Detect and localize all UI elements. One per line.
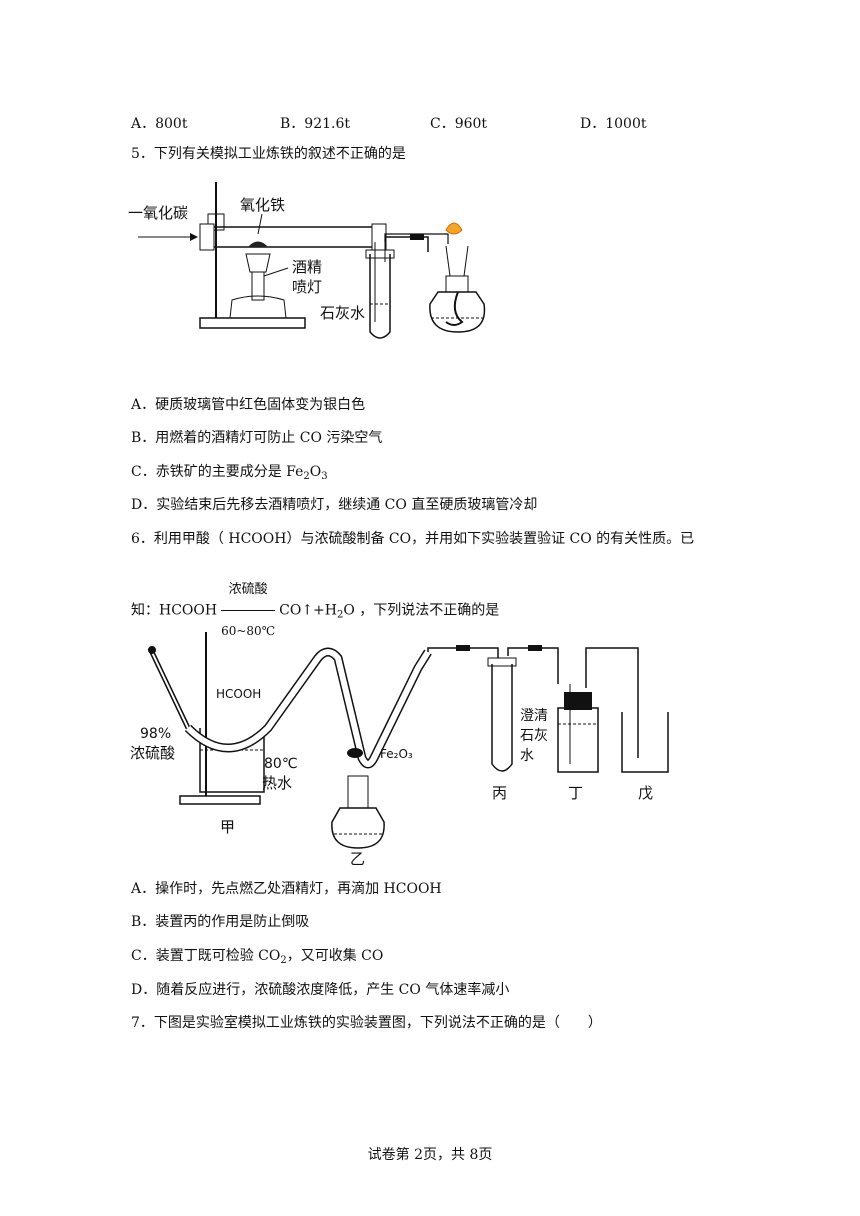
label-pct: 98% — [140, 726, 171, 742]
label-yi: 乙 — [350, 850, 365, 868]
label-lamp2: 喷灯 — [292, 278, 322, 296]
label-wu: 戊 — [638, 784, 653, 802]
label-acid: 浓硫酸 — [130, 744, 175, 762]
label-jia: 甲 — [220, 818, 235, 836]
label-limewater: 石灰水 — [320, 304, 365, 322]
q5-option-a: A．硬质玻璃管中红色固体变为银白色 — [131, 397, 366, 413]
q5-option-b: B．用燃着的酒精灯可防止 CO 污染空气 — [131, 430, 383, 446]
q4-option-d: D．1000t — [580, 116, 647, 132]
label-lime-1: 澄清 — [520, 708, 548, 724]
q6-diagram: HCOOH 98% 浓硫酸 80℃ 热水 Fe₂O₃ 澄清 石灰 水 甲 乙 丙… — [130, 632, 669, 868]
page-footer: 试卷第 2页，共 8页 — [367, 1147, 493, 1163]
q6-option-d: D．随着反应进行，浓硫酸浓度降低，产生 CO 气体速率减小 — [131, 982, 510, 998]
label-lime-3: 水 — [520, 748, 534, 764]
q7-stem: 7．下图是实验室模拟工业炼铁的实验装置图，下列说法不正确的是（ ） — [131, 1015, 602, 1031]
label-water: 热水 — [262, 774, 292, 792]
q5-diagram: 一氧化碳 氧化铁 酒精 喷灯 石灰水 — [128, 182, 486, 339]
label-fe2o3: Fe₂O₃ — [380, 747, 413, 761]
label-co: 一氧化碳 — [128, 204, 188, 222]
q5-stem: 5．下列有关模拟工业炼铁的叙述不正确的是 — [131, 146, 406, 162]
q4-option-a: A．800t — [131, 116, 188, 132]
q5-option-d: D．实验结束后先移去酒精喷灯，继续通 CO 直至硬质玻璃管冷却 — [131, 497, 538, 513]
label-hcooh: HCOOH — [216, 687, 261, 701]
label-temp: 80℃ — [264, 756, 298, 772]
label-ding: 丁 — [568, 784, 583, 802]
q6-option-a: A．操作时，先点燃乙处酒精灯，再滴加 HCOOH — [131, 881, 442, 897]
label-iron-oxide: 氧化铁 — [240, 196, 285, 214]
label-lamp1: 酒精 — [292, 258, 322, 276]
q6-option-c: C．装置丁既可检验 CO2，又可收集 CO — [131, 948, 384, 966]
q4-option-c: C．960t — [430, 116, 488, 132]
label-lime-2: 石灰 — [520, 728, 548, 744]
q6-stem-1: 6．利用甲酸（ HCOOH）与浓硫酸制备 CO，并用如下实验装置验证 CO 的有… — [131, 531, 695, 547]
q4-option-b: B．921.6t — [280, 116, 350, 132]
label-bing: 丙 — [492, 784, 507, 802]
q5-option-c: C．赤铁矿的主要成分是 Fe2O3 — [131, 464, 328, 482]
q6-option-b: B．装置丙的作用是防止倒吸 — [131, 914, 310, 930]
